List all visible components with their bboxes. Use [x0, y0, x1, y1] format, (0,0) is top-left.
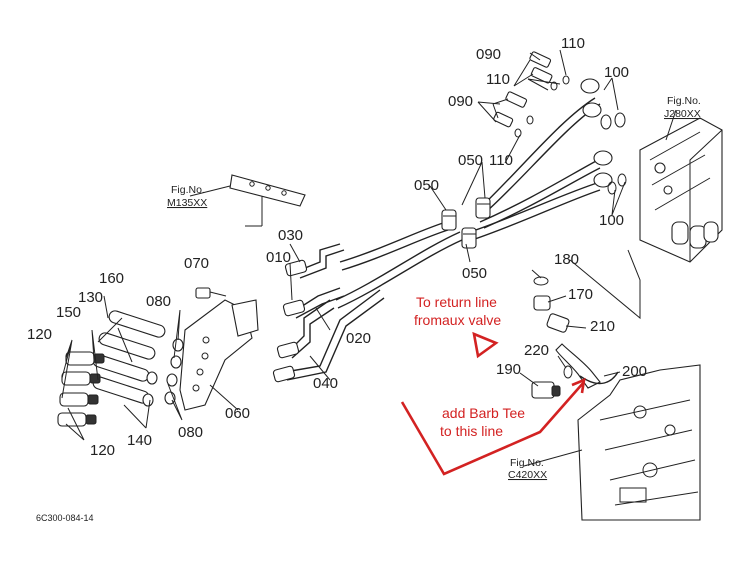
note-barb-tee-2: to this line — [440, 423, 503, 439]
coupler-plate — [179, 299, 259, 411]
label-110-second: 110 — [486, 71, 510, 88]
quick-couplers — [57, 310, 184, 427]
bolt-070 — [195, 287, 227, 299]
label-060: 060 — [225, 405, 250, 422]
upper-hoses — [335, 97, 601, 309]
label-180: 180 — [554, 251, 579, 268]
label-120-lower: 120 — [90, 442, 115, 459]
label-110-third: 110 — [489, 152, 513, 169]
hose-clamps — [441, 197, 491, 249]
label-220: 220 — [524, 342, 549, 359]
label-150: 150 — [56, 304, 81, 321]
label-160: 160 — [99, 270, 124, 287]
label-080-lower: 080 — [178, 424, 203, 441]
control-valve-body — [639, 117, 723, 263]
fig-m135-label: Fig.No. — [171, 184, 205, 196]
left-pipes — [272, 243, 385, 383]
note-return-line-2: fromaux valve — [414, 312, 501, 328]
leader-lines — [61, 49, 677, 467]
label-090-second: 090 — [448, 93, 473, 110]
note-barb-tee-1: add Barb Tee — [442, 405, 525, 421]
drawing-code: 6C300-084-14 — [36, 513, 94, 523]
fig-c420-label: Fig.No. — [510, 457, 544, 469]
red-arrow-return — [472, 331, 499, 359]
label-050-lower: 050 — [462, 265, 487, 282]
fig-c420-code: C420XX — [508, 469, 547, 481]
label-190: 190 — [496, 361, 521, 378]
return-line-fittings — [531, 276, 619, 399]
hose-end-fittings — [580, 78, 627, 195]
label-020: 020 — [346, 330, 371, 347]
label-130: 130 — [78, 289, 103, 306]
label-030: 030 — [278, 227, 303, 244]
upper-bracket — [229, 174, 306, 227]
label-090-top: 090 — [476, 46, 501, 63]
transmission-housing — [577, 364, 701, 521]
label-100-top: 100 — [604, 64, 629, 81]
label-120-upper: 120 — [27, 326, 52, 343]
label-110-top: 110 — [561, 35, 585, 52]
label-050-upper: 050 — [458, 152, 483, 169]
label-010: 010 — [266, 249, 291, 266]
label-210: 210 — [590, 318, 615, 335]
upper-bolts — [492, 51, 570, 138]
red-arrow-up — [400, 377, 586, 476]
fig-j280-label: Fig.No. — [667, 95, 701, 107]
label-200: 200 — [622, 363, 647, 380]
label-040: 040 — [313, 375, 338, 392]
label-170: 170 — [568, 286, 593, 303]
label-070: 070 — [184, 255, 209, 272]
label-100-lower: 100 — [599, 212, 624, 229]
label-140: 140 — [127, 432, 152, 449]
fig-m135-code: M135XX — [167, 197, 207, 209]
fig-j280-code: J280XX — [664, 108, 701, 120]
note-return-line-1: To return line — [416, 294, 497, 310]
label-080-upper: 080 — [146, 293, 171, 310]
label-050-left: 050 — [414, 177, 439, 194]
